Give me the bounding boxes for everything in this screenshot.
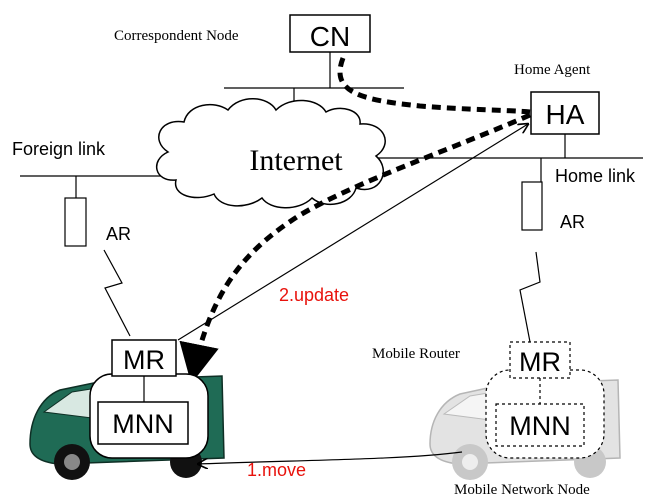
- update-label: 2.update: [279, 285, 349, 305]
- ha-box: [530, 91, 600, 135]
- home-ar-label: AR: [560, 212, 585, 232]
- ha-label: HA: [546, 99, 585, 130]
- mnn-home-caption: Mobile Network Node: [454, 482, 590, 498]
- move-arrow: [198, 451, 463, 464]
- car-foreign: MR MNN: [29, 339, 225, 480]
- mr-current-box: [111, 339, 177, 377]
- car-hubcap-front: [64, 454, 80, 470]
- internet-cloud: Internet: [155, 98, 386, 209]
- home-link-label: Home link: [555, 166, 636, 186]
- ghost-car-hubcap-front: [462, 454, 478, 470]
- home-agent: Home Agent HA: [514, 62, 600, 158]
- cn-caption: Correspondent Node: [114, 28, 239, 44]
- mr-home-label: MR: [519, 347, 561, 377]
- mnn-home-box: [495, 403, 585, 447]
- mr-current-label: MR: [123, 345, 165, 375]
- correspondent-node: Correspondent Node CN: [114, 14, 404, 122]
- binding-update-line: [177, 124, 528, 341]
- mnn-home-label: MNN: [509, 411, 571, 441]
- ha-mr-tunnel: [179, 112, 532, 384]
- internet-label: Internet: [249, 144, 343, 177]
- ha-caption: Home Agent: [514, 62, 591, 78]
- mr-home-box: [509, 341, 571, 379]
- car-home: Mobile Router MR MNN Mobile Network Node: [372, 341, 621, 498]
- cloud-shape: [155, 98, 386, 209]
- move-label: 1.move: [247, 460, 306, 480]
- foreign-wireless-signal: [103, 249, 131, 337]
- cn-box: [289, 14, 371, 53]
- cn-ha-tunnel: [337, 57, 531, 115]
- mr-home-caption: Mobile Router: [372, 346, 460, 362]
- mnn-current-box: [97, 401, 189, 445]
- home-link: Home link AR: [360, 157, 643, 232]
- foreign-ar-label: AR: [106, 224, 131, 244]
- foreign-link: Foreign link AR: [12, 139, 168, 247]
- foreign-link-label: Foreign link: [12, 139, 106, 159]
- cn-label: CN: [310, 21, 350, 52]
- home-wireless-signal: [519, 251, 541, 343]
- mnn-current-label: MNN: [112, 409, 174, 439]
- home-ar-box: [521, 181, 543, 231]
- foreign-ar-box: [64, 197, 87, 247]
